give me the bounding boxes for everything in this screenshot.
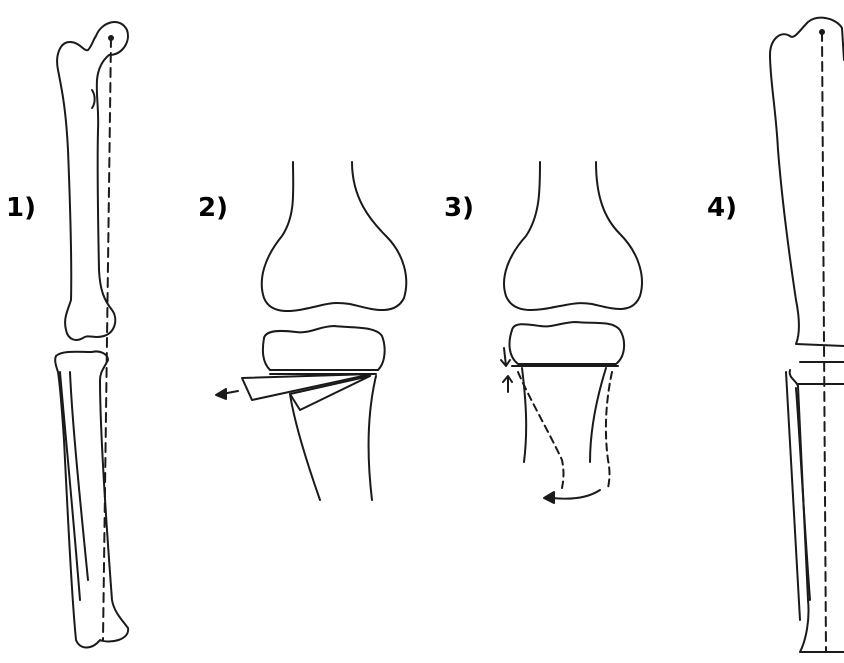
panel-3-tibia-lateral: [590, 368, 606, 462]
panel-4-mechanical-axis: [822, 32, 826, 652]
panel-4-leg-drawing: [770, 18, 844, 652]
panel-3-label: 3): [444, 193, 474, 223]
panel-3-shifted-cortex: [518, 372, 612, 488]
panel-2-patella-plateau: [263, 326, 385, 370]
panel-1-tibia: [55, 351, 128, 647]
panel-2-knee-drawing: [216, 162, 406, 500]
panel-1-femur: [57, 22, 128, 340]
panel-2-arrow-head: [216, 389, 226, 399]
panel-1-mechanical-axis: [103, 38, 111, 640]
panel-2-femur: [262, 162, 407, 311]
panel-4-femur: [770, 18, 844, 346]
panel-3-rotation-arrow-head: [544, 492, 554, 503]
panel-1-label: 1): [6, 193, 36, 223]
panel-3-rotation-arrow: [552, 490, 600, 499]
panel-2-opening-wedge: [242, 374, 372, 400]
panel-3-patella-plateau: [510, 322, 625, 364]
panel-3-femur: [504, 162, 642, 310]
panel-1-fibula: [60, 372, 88, 600]
panel-3-knee-drawing: [501, 162, 642, 503]
panel-1-trochanter-notch: [92, 90, 95, 108]
panel-2-wedge-plate: [290, 376, 370, 410]
panel-2-label: 2): [198, 193, 228, 223]
panel-4-label: 4): [707, 193, 737, 223]
panel-1-leg-drawing: [55, 22, 128, 647]
